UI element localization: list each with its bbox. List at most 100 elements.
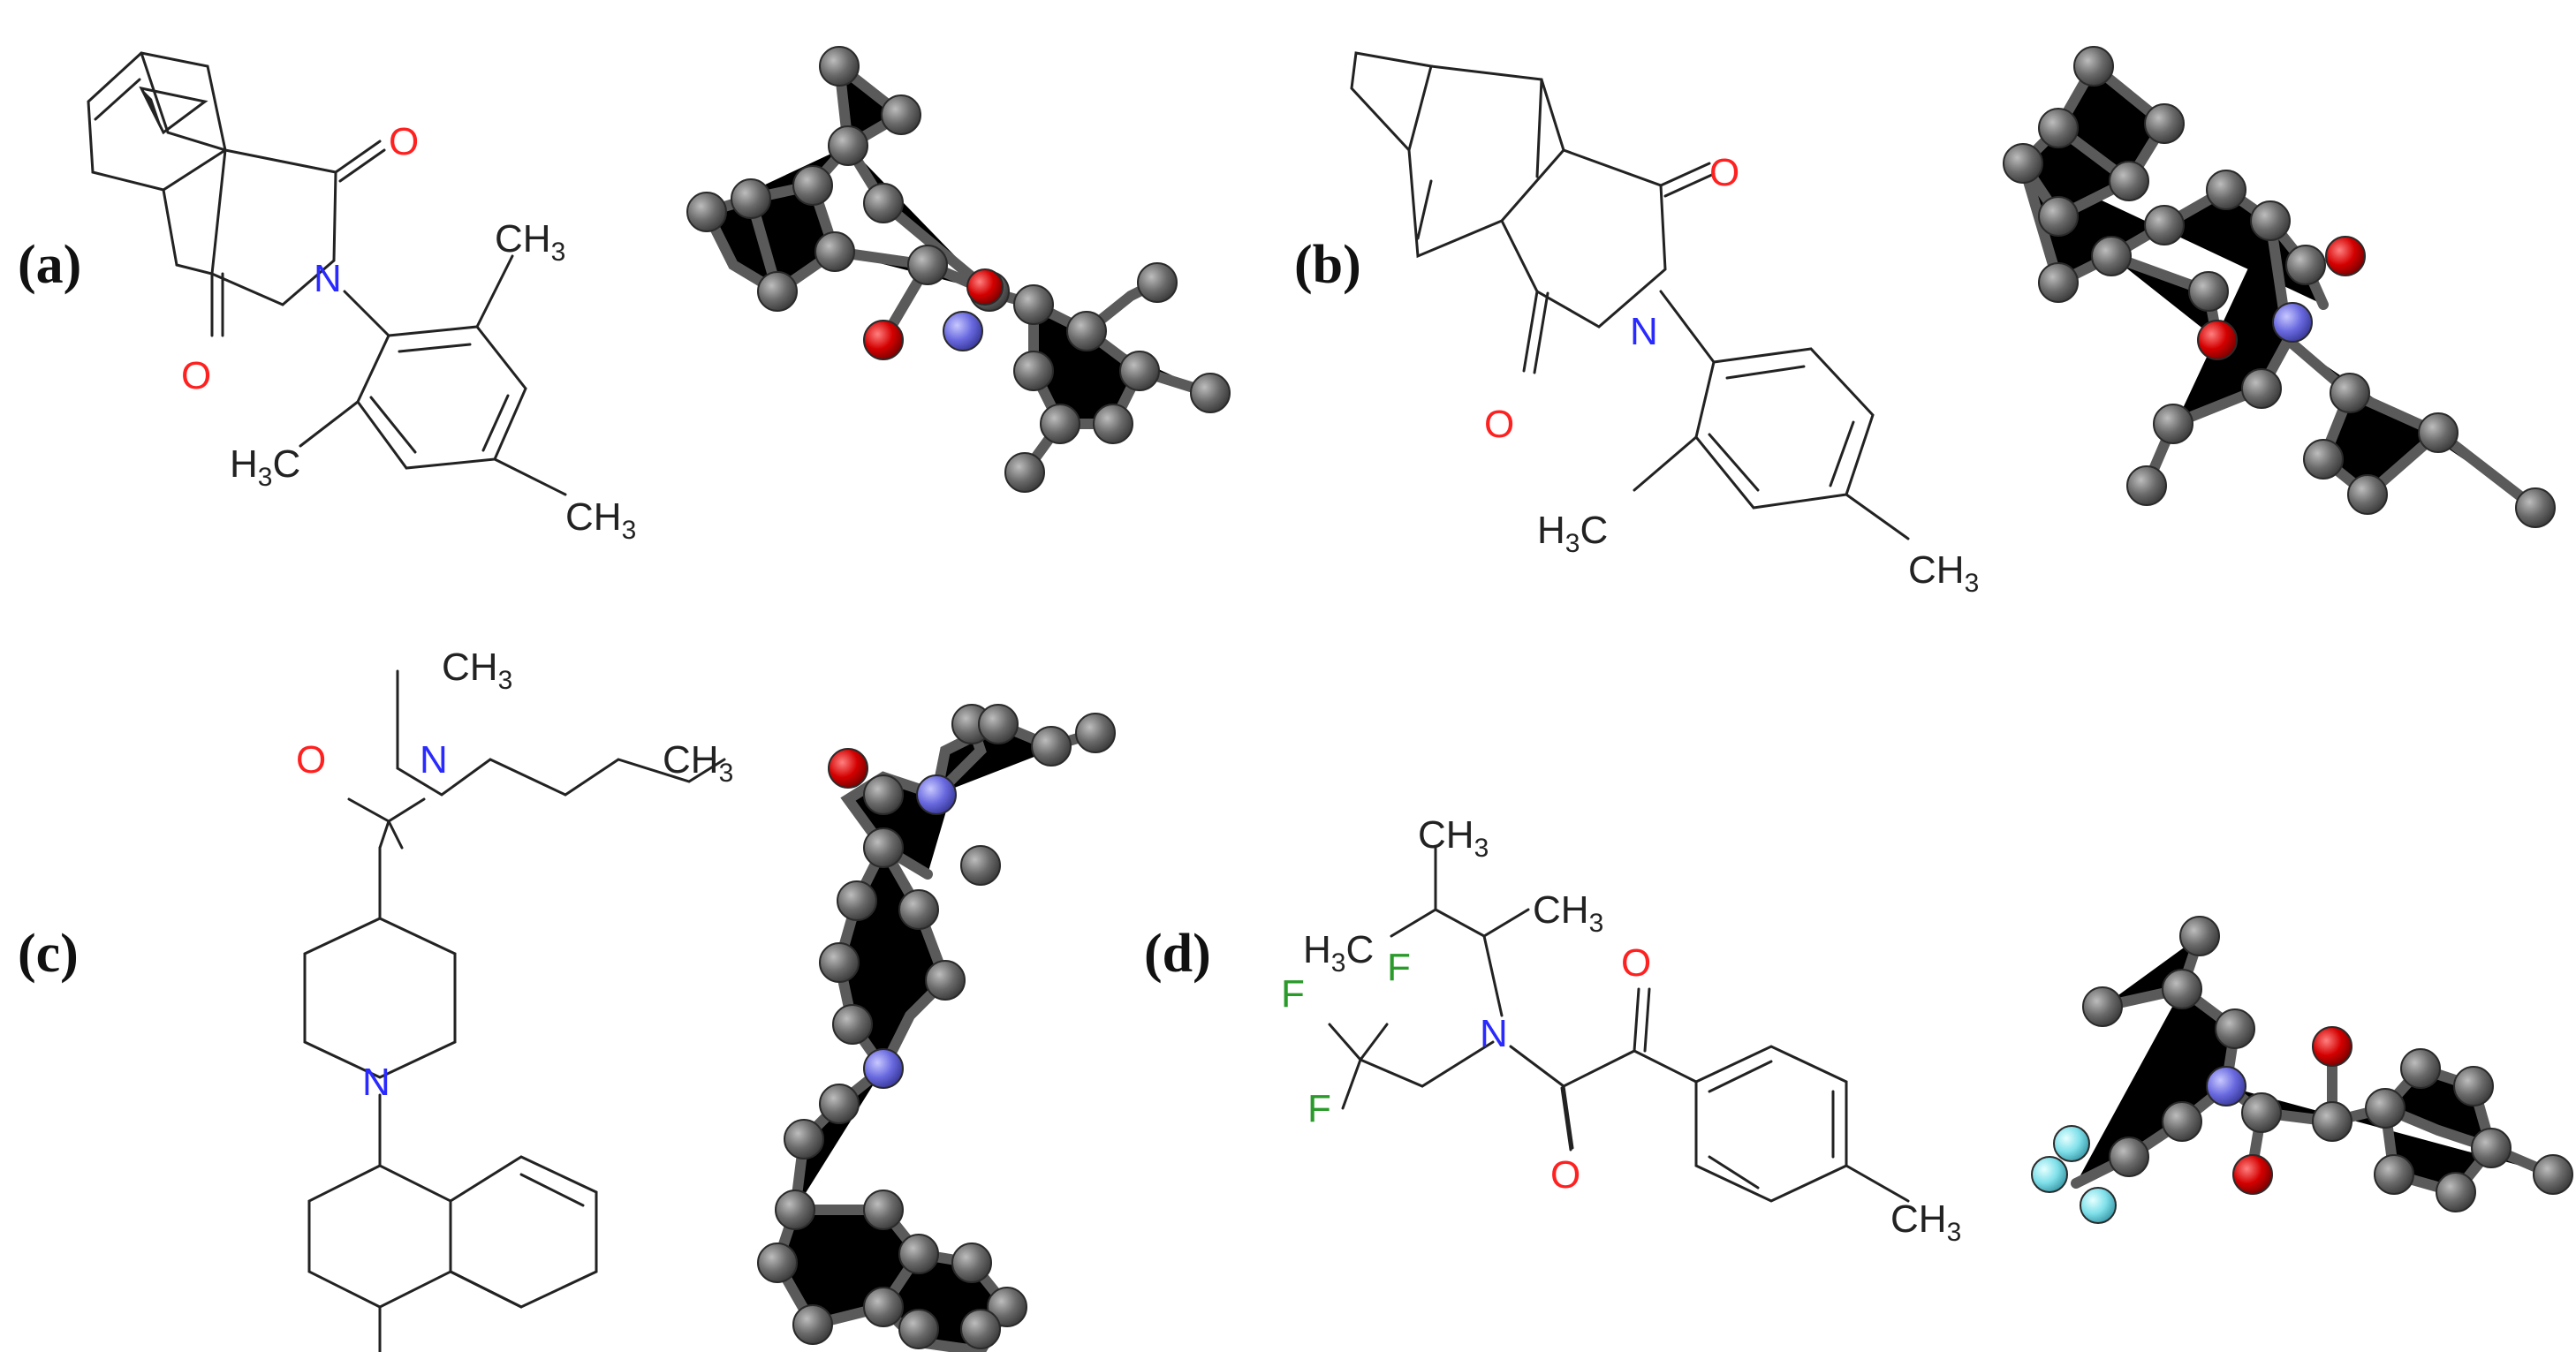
atom-carbon xyxy=(2038,108,2079,148)
atom-oxygen xyxy=(2325,236,2366,276)
atom-label-c-ch3-right: CH3 xyxy=(663,738,733,788)
atom-carbon xyxy=(881,94,921,135)
atom-carbon xyxy=(1040,404,1080,444)
atom-carbon xyxy=(2073,46,2114,87)
atom-label-d-f2: F xyxy=(1387,946,1411,989)
panel-label-d: (d) xyxy=(1144,924,1211,984)
atom-nitrogen xyxy=(2206,1066,2246,1107)
panel-label-b: (b) xyxy=(1294,235,1361,295)
atom-fluorine xyxy=(2080,1187,2117,1224)
atom-carbon xyxy=(792,1304,833,1345)
atom-carbon xyxy=(757,271,798,312)
atom-carbon xyxy=(775,1190,815,1230)
atom-carbon xyxy=(828,125,868,166)
atom-carbon xyxy=(907,245,948,285)
atom-carbon xyxy=(1031,726,1072,767)
atoms-3d-b xyxy=(2003,46,2556,528)
atom-carbon xyxy=(784,1119,824,1159)
atom-carbon xyxy=(2153,404,2193,444)
atom-nitrogen xyxy=(2272,302,2313,343)
atom-carbon xyxy=(819,46,860,87)
atom-carbon xyxy=(898,889,939,930)
panel-b: (b) O O N H3C CH3 xyxy=(1294,46,2556,598)
atom-label-d-ch3-top: CH3 xyxy=(1418,813,1489,863)
atom-carbon xyxy=(837,880,877,921)
atom-carbon xyxy=(1075,713,1116,753)
atom-carbon xyxy=(1013,351,1054,391)
atom-label-a-ch3-top: CH3 xyxy=(495,217,565,267)
atom-carbon xyxy=(2109,1137,2149,1177)
atom-carbon xyxy=(2162,1101,2202,1142)
atom-carbon xyxy=(2206,170,2246,210)
atom-carbon xyxy=(2312,1101,2352,1142)
atom-carbon xyxy=(2241,368,2282,409)
atom-carbon xyxy=(1137,262,1178,303)
atom-carbon xyxy=(2038,262,2079,303)
atom-label-b-h3c: H3C xyxy=(1537,509,1608,558)
panel-c: (c) CH3 O N CH3 N xyxy=(18,646,1116,1352)
atom-carbon xyxy=(792,165,833,206)
atom-carbon xyxy=(2188,271,2229,312)
atom-label-d-o1: O xyxy=(1621,941,1651,985)
atom-carbon xyxy=(2471,1128,2512,1168)
atom-carbon xyxy=(2109,161,2149,201)
atom-fluorine xyxy=(2031,1156,2068,1193)
atom-carbon xyxy=(2436,1172,2476,1212)
atom-carbon xyxy=(2418,412,2459,453)
atom-label-d-ch3-mid: CH3 xyxy=(1533,888,1603,938)
atom-oxygen xyxy=(966,268,1004,306)
atom-carbon xyxy=(2515,487,2556,528)
atom-carbon xyxy=(2038,196,2079,237)
atom-carbon xyxy=(978,704,1019,744)
structure-c-3d xyxy=(757,704,1116,1352)
atom-carbon xyxy=(2215,1008,2255,1049)
atom-carbon xyxy=(863,774,904,815)
atom-carbon xyxy=(2126,465,2167,506)
atom-label-a-ch3-bottom: CH3 xyxy=(565,495,636,545)
atom-carbon xyxy=(2400,1048,2441,1089)
atom-label-b-o2: O xyxy=(1484,403,1514,446)
atom-label-a-n: N xyxy=(314,257,342,300)
panel-a: (a) O O N CH3 xyxy=(18,46,1231,545)
atom-carbon xyxy=(686,192,727,232)
atom-label-d-h3c: H3C xyxy=(1303,928,1374,978)
atom-label-c-ch3-top: CH3 xyxy=(442,646,512,695)
atom-carbon xyxy=(2347,474,2388,515)
atom-carbon xyxy=(863,1287,904,1327)
structure-d-2d: CH3 H3C CH3 O F F F N O CH3 xyxy=(1281,813,1961,1247)
atom-carbon xyxy=(2250,200,2291,241)
structure-a-3d xyxy=(686,46,1231,493)
atom-carbon xyxy=(2533,1154,2573,1195)
atom-carbon xyxy=(1004,452,1045,493)
panel-label-a: (a) xyxy=(18,235,81,295)
atom-label-c-n2: N xyxy=(362,1061,390,1104)
atom-label-d-n: N xyxy=(1480,1012,1508,1055)
atom-carbon xyxy=(898,1234,939,1274)
atom-label-b-n: N xyxy=(1630,310,1658,353)
atom-label-d-f3: F xyxy=(1307,1087,1331,1130)
atom-label-d-f1: F xyxy=(1281,972,1305,1016)
panel-d: (d) CH3 H3C CH3 O F F F N O CH3 xyxy=(1144,813,2573,1247)
atom-label-b-o1: O xyxy=(1709,151,1739,194)
atom-label-a-h3c-left: H3C xyxy=(230,442,300,492)
atom-carbon xyxy=(2003,143,2043,184)
atom-carbon xyxy=(1066,311,1107,351)
atom-carbon xyxy=(2241,1092,2282,1133)
atom-oxygen xyxy=(2232,1154,2273,1195)
structure-c-2d: CH3 O N CH3 N xyxy=(296,646,733,1352)
atom-carbon xyxy=(2365,1088,2406,1129)
atom-label-d-ch3-bottom: CH3 xyxy=(1890,1197,1961,1247)
atoms-3d-d xyxy=(2031,916,2573,1224)
structure-d-3d xyxy=(2031,916,2573,1224)
atom-carbon xyxy=(2179,916,2220,956)
atoms-3d-c xyxy=(757,704,1116,1349)
atom-nitrogen xyxy=(863,1048,904,1089)
atom-carbon xyxy=(2374,1154,2414,1195)
atom-carbon xyxy=(1119,351,1160,391)
atom-oxygen xyxy=(863,320,904,360)
structure-b-2d: O O N H3C CH3 xyxy=(1350,51,1979,598)
atom-carbon xyxy=(2330,373,2370,413)
atom-carbon xyxy=(960,1309,1001,1349)
atom-oxygen xyxy=(2312,1026,2352,1067)
